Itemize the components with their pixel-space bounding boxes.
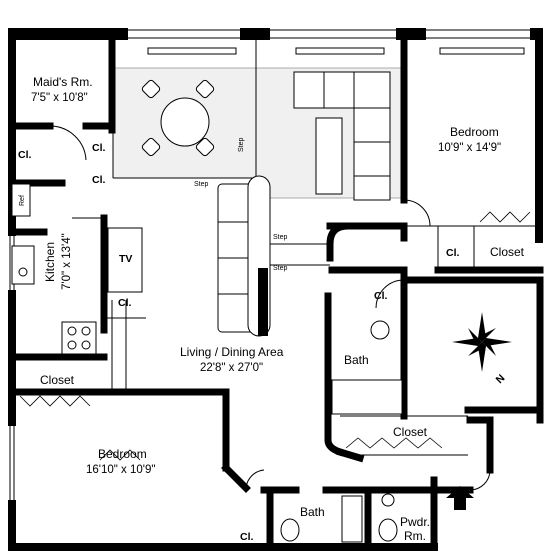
closet-label-cl: Cl. — [240, 531, 254, 543]
closet-label-closet: Closet — [40, 373, 75, 387]
closet-label-cl: Cl. — [118, 297, 132, 309]
step-label: Step — [194, 181, 209, 188]
kitchen-dims: 7'0" x 13'4" — [61, 233, 73, 290]
long-sofa — [217, 175, 271, 337]
thin-walls — [72, 40, 540, 456]
living-dining-name: Living / Dining Area — [180, 345, 284, 359]
closet-label-closet: Closet — [490, 245, 525, 259]
kitchen-fixtures — [11, 183, 143, 355]
step-label: Step — [238, 137, 245, 152]
maids-room-dims: 7'5" x 10'8" — [31, 92, 88, 104]
doors — [49, 125, 491, 491]
closet-label-cl: Cl. — [18, 149, 32, 161]
living-dining-dims: 22'8" x 27'0" — [200, 362, 263, 374]
powder-room-name-line2: Rm. — [404, 529, 426, 543]
entry-arrow-icon — [446, 486, 474, 510]
powder-room-name: Pwdr. — [400, 515, 430, 529]
step-label: Step — [273, 265, 288, 272]
closet-label-cl: Cl. — [92, 142, 106, 154]
ref-label: Ref — [19, 195, 26, 206]
compass-icon — [452, 312, 512, 372]
tv-label: TV — [119, 253, 132, 265]
bedroom-bottom-name: Bedroom — [98, 447, 147, 461]
step-label: Step — [273, 234, 288, 241]
compass-label: N — [494, 372, 508, 386]
walls — [8, 28, 543, 551]
bedroom-top-dims: 10'9" x 14'9" — [438, 142, 501, 154]
closet-hatching — [19, 211, 531, 461]
maids-room-name: Maid's Rm. — [33, 75, 93, 89]
bath-center-name: Bath — [344, 353, 369, 367]
dining-table — [141, 79, 215, 157]
closet-label-closet: Closet — [393, 425, 428, 439]
kitchen-name: Kitchen — [43, 242, 57, 282]
closet-label-cl: Cl. — [446, 247, 460, 259]
closet-label-cl: Cl. — [374, 290, 388, 302]
bedroom-top-name: Bedroom — [450, 125, 499, 139]
sectional-sofa — [293, 71, 391, 201]
closet-label-cl: Cl. — [92, 174, 106, 186]
interior-walls — [10, 36, 544, 550]
bath-bottom-name: Bath — [300, 505, 325, 519]
bedroom-bottom-dims: 16'10" x 10'9" — [86, 464, 155, 476]
bath-fixtures — [280, 320, 403, 543]
